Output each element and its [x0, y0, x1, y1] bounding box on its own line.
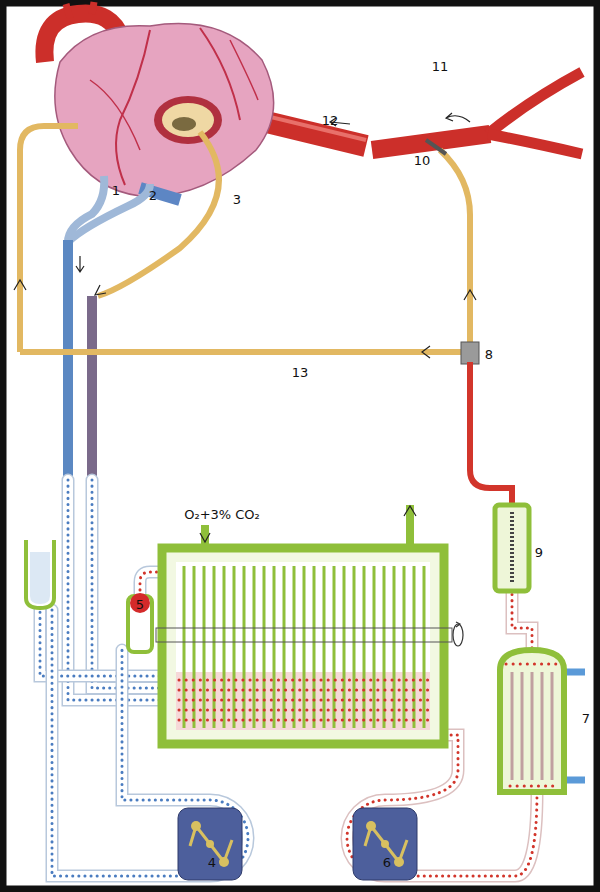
callout-number: 11 [432, 60, 449, 73]
aorta [250, 72, 582, 154]
y-connector [461, 342, 479, 364]
arterial-line [14, 126, 512, 505]
filter [495, 505, 529, 591]
callout-number: 9 [535, 546, 543, 559]
callout-number: 6 [383, 856, 391, 869]
callout-number: 4 [208, 856, 216, 869]
callout-number: 2 [149, 189, 157, 202]
heart [44, 2, 273, 200]
frame [3, 3, 597, 889]
gas-label: O₂+3% CO₂ [184, 508, 260, 521]
callout-number: 7 [582, 712, 590, 725]
venous-cannula [68, 132, 219, 480]
callout-number: 8 [485, 348, 493, 361]
callout-number: 13 [292, 366, 309, 379]
roller-pump [178, 808, 417, 880]
callout-number: 5 [136, 598, 144, 611]
callout-number: 3 [233, 193, 241, 206]
callout-number: 10 [414, 154, 431, 167]
callout-number: 12 [322, 114, 339, 127]
bubble-trap [128, 593, 152, 652]
tubing [40, 480, 537, 876]
oxygenator [156, 505, 463, 744]
reservoir [26, 540, 54, 608]
heat-exchanger [500, 650, 585, 792]
callout-number: 1 [112, 184, 120, 197]
